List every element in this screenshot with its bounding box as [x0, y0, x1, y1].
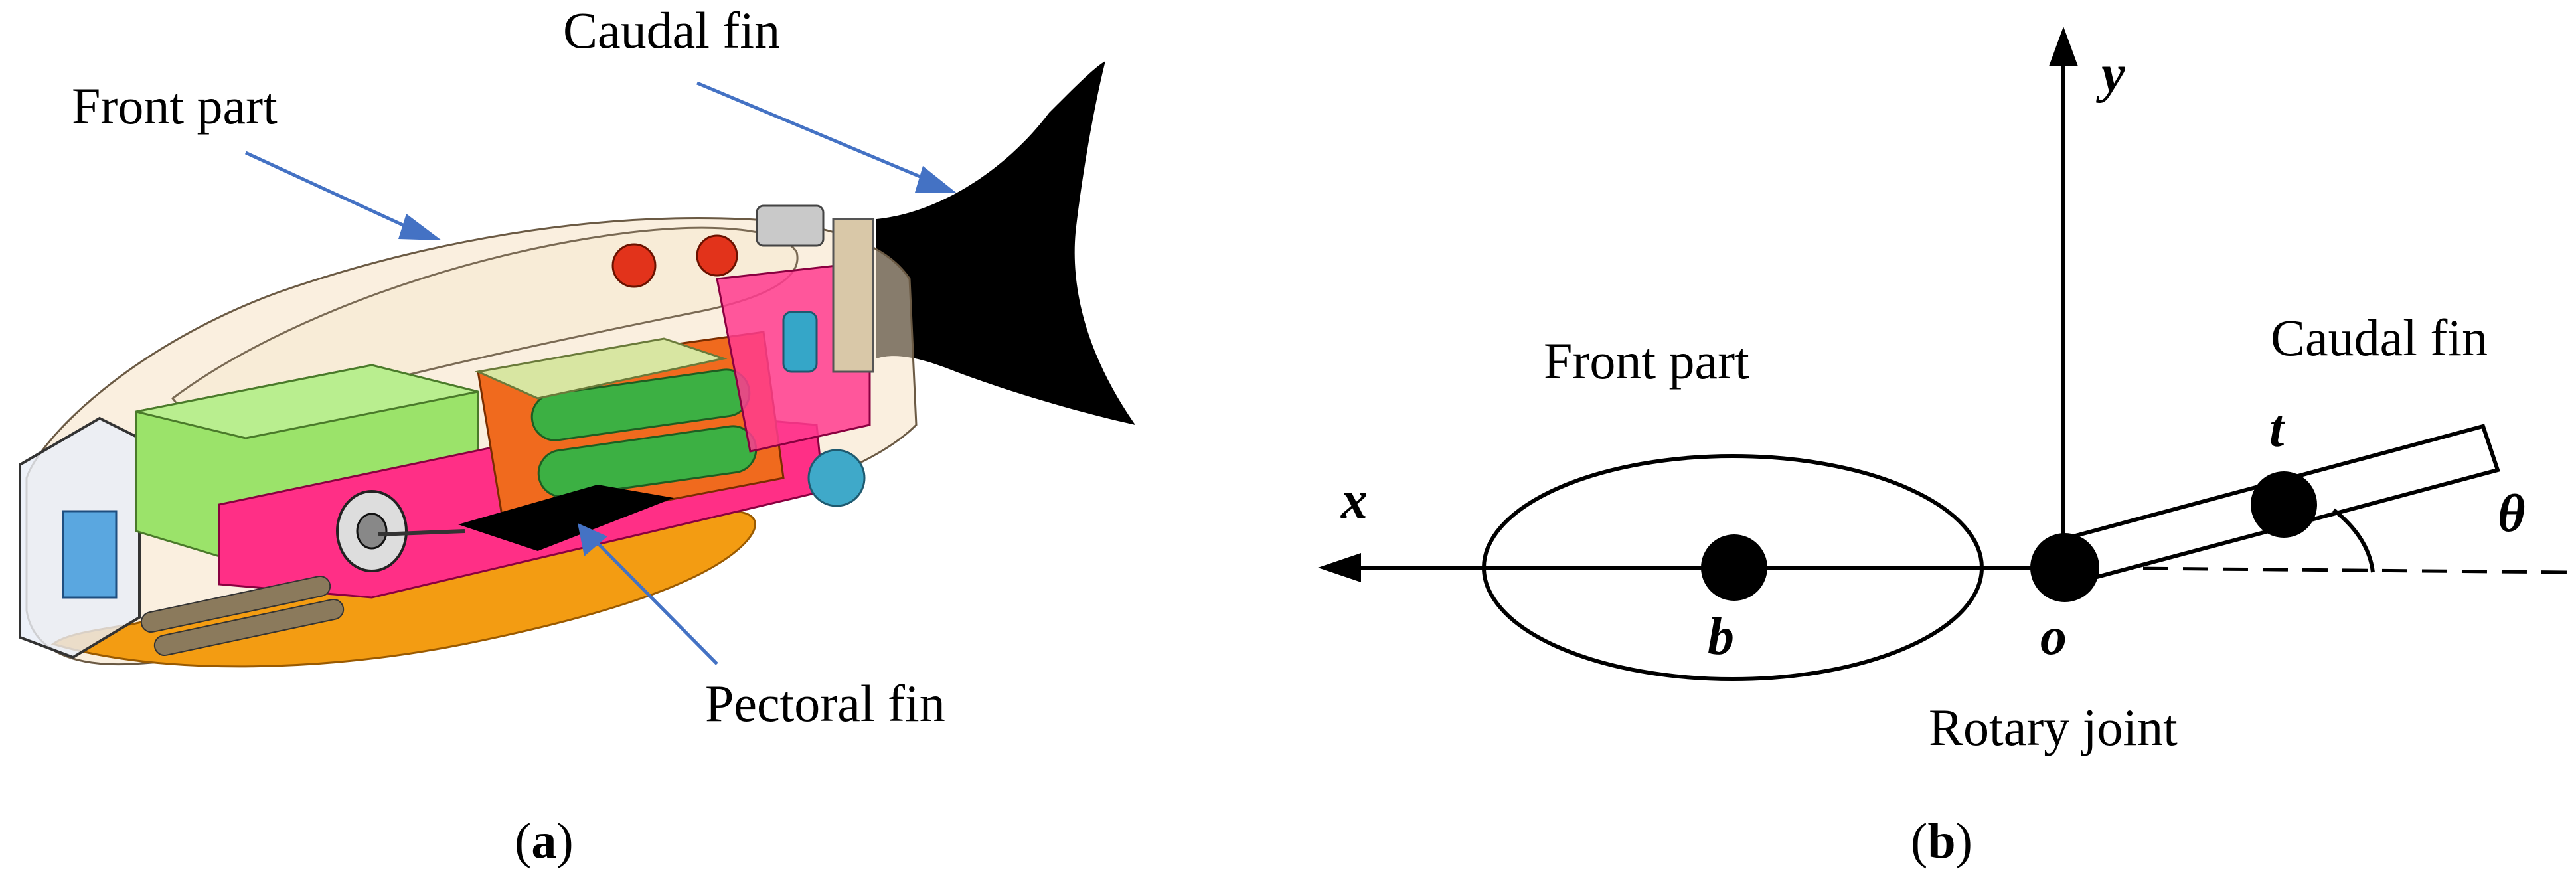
annotation-arrows [244, 81, 956, 665]
panel-b-schematic: y x b o t θ Front part Caudal fin Rotary… [1318, 27, 2570, 869]
caudal-fin-shape [876, 61, 1135, 425]
symbol-y: y [2095, 45, 2125, 104]
front-part-ellipse [1482, 454, 1984, 681]
arrow-front-part [244, 151, 413, 231]
symbol-b: b [1708, 607, 1734, 666]
point-b [1701, 534, 1767, 601]
joint-bracket [832, 218, 874, 373]
x-axis-arrowhead [1318, 553, 1361, 582]
label-rotary-joint: Rotary joint [1929, 698, 2178, 756]
symbol-x: x [1340, 471, 1368, 530]
caption-a: (a) [515, 813, 574, 869]
cylinder-1 [140, 575, 331, 633]
arrow-pectoral-fin [596, 542, 718, 665]
arrow-front-part-head [398, 214, 442, 240]
label-front-part-a: Front part [72, 77, 278, 135]
label-caudal-fin-b: Caudal fin [2271, 309, 2488, 366]
pectoral-fin-shaft [378, 529, 465, 536]
symbol-o: o [2040, 607, 2067, 666]
symbol-theta: θ [2498, 485, 2526, 543]
caption-a-open: ( [515, 813, 531, 869]
arrow-caudal-fin [696, 81, 930, 183]
pectoral-fin-motor-hub [356, 513, 388, 550]
red-connector-2 [696, 234, 738, 277]
y-axis-arrowhead [2049, 27, 2078, 66]
reference-dashed-line [2063, 566, 2570, 574]
label-caudal-fin-a: Caudal fin [563, 1, 780, 59]
cylinder-2 [153, 598, 345, 657]
caption-b: (b) [1911, 813, 1972, 869]
arrow-pectoral-fin-head [578, 523, 607, 556]
point-o [2030, 533, 2099, 602]
nose-sensor [62, 510, 118, 599]
red-connector-1 [611, 243, 657, 288]
caption-b-letter: b [1927, 813, 1955, 869]
label-front-part-b: Front part [1544, 332, 1749, 390]
green-block-top [135, 364, 479, 439]
caption-b-close: ) [1956, 813, 1972, 869]
servo-motor [756, 204, 825, 247]
arrow-caudal-fin-head [915, 166, 956, 193]
caption-b-open: ( [1911, 813, 1927, 869]
cyan-component [782, 311, 818, 373]
symbol-t: t [2269, 400, 2286, 458]
point-t [2251, 471, 2317, 538]
pectoral-fin-shape [458, 485, 674, 551]
caption-a-letter: a [531, 813, 556, 869]
cyan-motor [807, 449, 866, 507]
caption-a-close: ) [556, 813, 573, 869]
theta-angle-arc [2332, 508, 2375, 573]
label-pectoral-fin-a: Pectoral fin [705, 675, 945, 732]
battery-top-plate [474, 337, 728, 400]
panel-a-fish-rendering: Caudal fin Front part Pectoral fin (a) [19, 1, 1135, 869]
